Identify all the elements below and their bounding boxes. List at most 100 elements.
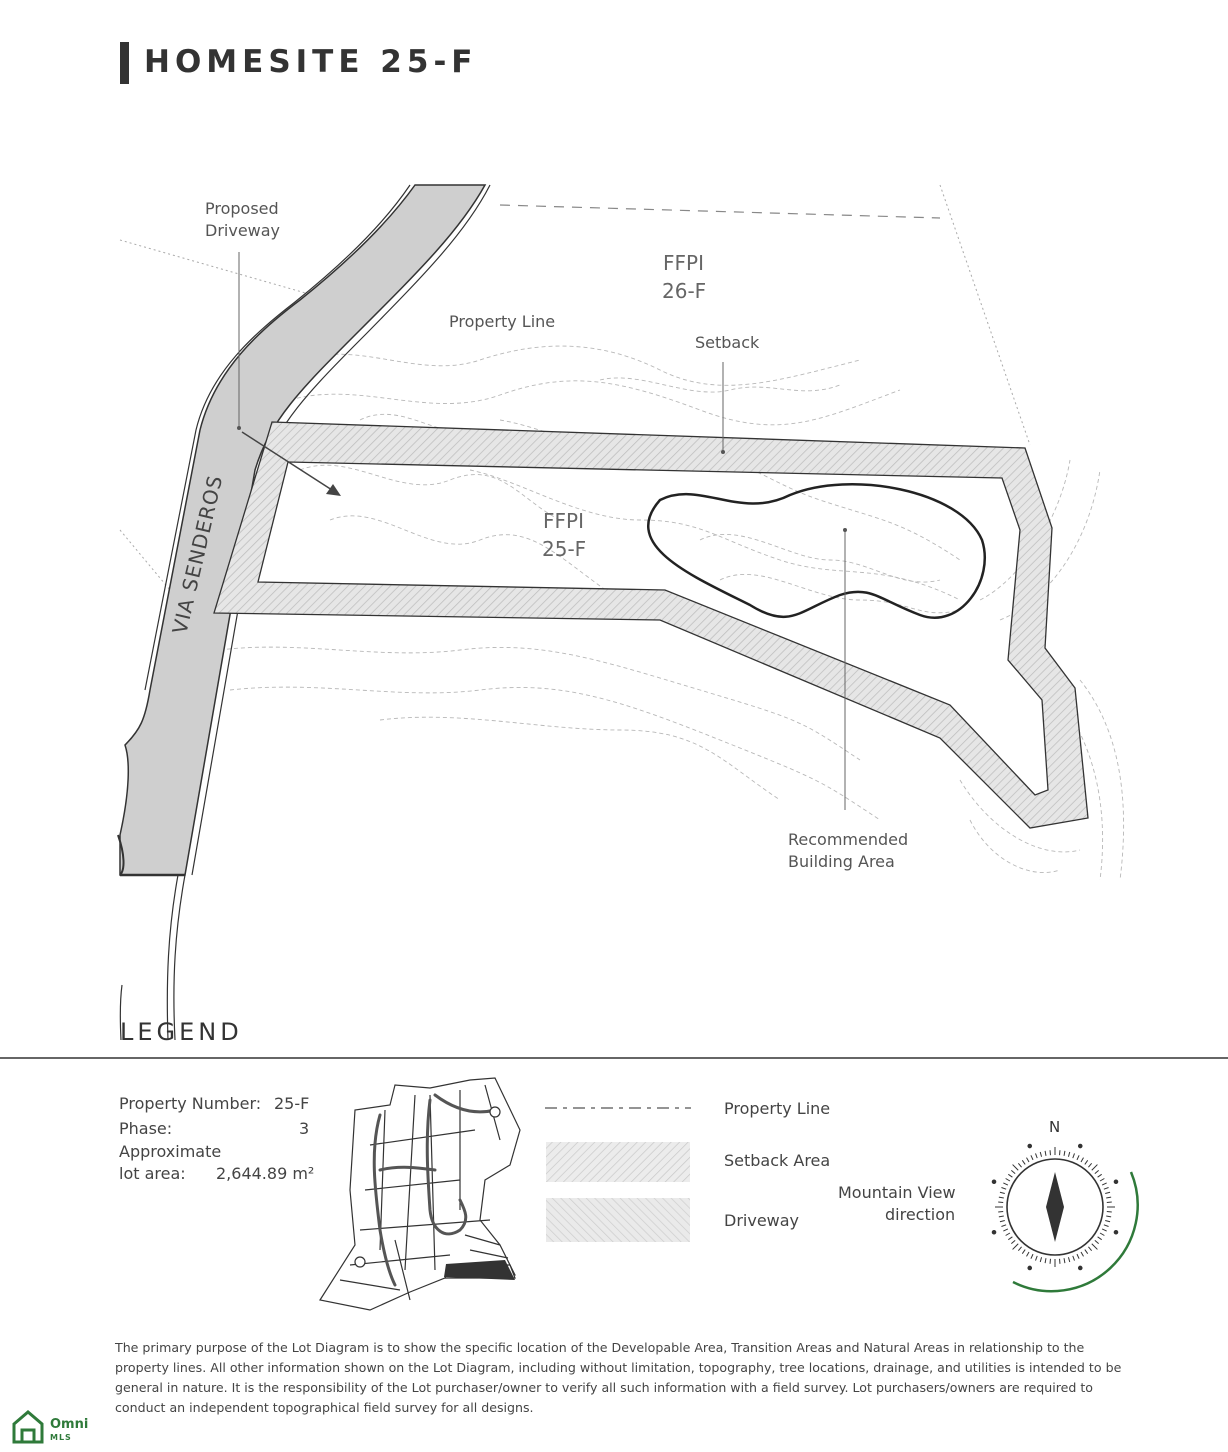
compass-tick (1039, 1257, 1043, 1263)
compass-tick (999, 1219, 1005, 1223)
compass-tick (1030, 1155, 1034, 1161)
neighbour-lot-lines (119, 184, 1031, 591)
compass-needle-icon (1046, 1172, 1064, 1242)
compass-icon: N (991, 1118, 1139, 1293)
compass-dot (1113, 1179, 1119, 1185)
lot-26f-label-2: 26-F (662, 279, 706, 303)
homesite-highlight (444, 1260, 515, 1280)
compass-dot (1077, 1265, 1083, 1271)
mountain-view-label-1: Mountain View (838, 1183, 956, 1202)
compass-tick (1106, 1215, 1112, 1218)
compass-tick (1030, 1253, 1034, 1259)
compass-tick (1067, 1151, 1071, 1157)
compass-tick (1008, 1173, 1013, 1178)
compass-dot (991, 1229, 997, 1235)
page-title: HOMESITE 25-F (144, 44, 478, 80)
phase-value: 3 (299, 1119, 310, 1138)
compass-tick (1021, 1160, 1026, 1165)
compass-tick (1021, 1249, 1026, 1254)
driveway-arrowhead (326, 484, 341, 496)
lot-26f-label-1: FFPI (663, 251, 704, 275)
compass-tick (1088, 1246, 1093, 1251)
setback-area (213, 421, 1089, 829)
compass-tick (1080, 1251, 1084, 1257)
compass-tick (1012, 1164, 1019, 1171)
compass-tick (1008, 1236, 1013, 1241)
compass-tick (1080, 1157, 1084, 1163)
compass-tick (1039, 1151, 1043, 1157)
compass-tick (1044, 1258, 1047, 1264)
area-value: 2,644.89 m² (216, 1164, 315, 1183)
compass-tick (1017, 1246, 1022, 1251)
compass-tick (1063, 1150, 1066, 1156)
compass-tick (1099, 1232, 1105, 1236)
recommended-building-area (646, 483, 986, 619)
compass-dot (1027, 1143, 1033, 1149)
legend-swatches (545, 1107, 691, 1242)
compass-tick (1001, 1187, 1007, 1190)
compass-tick (1072, 1153, 1075, 1159)
title-accent-bar (120, 42, 129, 84)
compass-tick (1091, 1243, 1098, 1250)
compass-tick (998, 1215, 1004, 1218)
compass-north: N (1049, 1118, 1060, 1136)
disclaimer-text: The primary purpose of the Lot Diagram i… (115, 1340, 1122, 1415)
compass-tick (1003, 1182, 1009, 1186)
compass-tick (1035, 1153, 1038, 1159)
compass-tick (998, 1196, 1004, 1199)
area-label-2: lot area: (119, 1164, 186, 1183)
compass-tick (1005, 1178, 1011, 1182)
omni-mls-logo (12, 1410, 44, 1444)
compass-tick (1035, 1255, 1038, 1261)
proposed-driveway-label-1: Proposed (205, 199, 279, 218)
legend-property-line-label: Property Line (724, 1099, 831, 1118)
site-key-map (319, 1077, 521, 1311)
compass-tick (1017, 1163, 1022, 1168)
via-senderos-road (117, 184, 491, 1040)
compass-tick (1101, 1228, 1107, 1232)
mountain-view-arc (1012, 1171, 1139, 1293)
compass-tick (1105, 1219, 1111, 1223)
compass-tick (1003, 1228, 1009, 1232)
legend-title: LEGEND (120, 1018, 243, 1046)
compass-tick (1063, 1258, 1066, 1264)
compass-tick (999, 1191, 1005, 1195)
compass-tick (1088, 1163, 1093, 1168)
property-line-label: Property Line (449, 312, 555, 331)
compass-tick (1011, 1240, 1016, 1245)
lot-map: VIA SENDEROS Proposed Driveway Property … (117, 184, 1124, 1040)
proposed-driveway-label-2: Driveway (205, 221, 280, 240)
compass-tick (1084, 1160, 1089, 1165)
compass-tick (1026, 1251, 1030, 1257)
legend-driveway-label: Driveway (724, 1211, 800, 1230)
driveway-swatch (546, 1198, 690, 1242)
compass-dot (1113, 1229, 1119, 1235)
compass-tick (1094, 1169, 1099, 1174)
compass-tick (1103, 1187, 1109, 1190)
recommended-label-1: Recommended (788, 830, 908, 849)
setback-label: Setback (695, 333, 760, 352)
compass-tick (1005, 1232, 1011, 1236)
legend-divider (0, 1057, 1228, 1059)
compass-tick (1105, 1191, 1111, 1195)
compass-tick (1091, 1164, 1098, 1171)
compass-tick (1076, 1253, 1080, 1259)
compass-tick (1106, 1196, 1112, 1199)
compass-tick (1026, 1157, 1030, 1163)
compass-tick (1103, 1224, 1109, 1227)
lot-25f-label-2: 25-F (542, 537, 586, 561)
phase-label: Phase: (119, 1119, 173, 1138)
logo-sub: MLS (50, 1433, 72, 1442)
recommended-label-2: Building Area (788, 852, 895, 871)
property-line-26f (499, 204, 941, 219)
property-number-label: Property Number: (119, 1094, 262, 1113)
compass-tick (1094, 1240, 1099, 1245)
compass-dot (1077, 1143, 1083, 1149)
compass-tick (1011, 1169, 1016, 1174)
lot-25f-label-1: FFPI (543, 509, 584, 533)
area-label-1: Approximate (119, 1142, 222, 1161)
logo-name: Omni (50, 1417, 89, 1432)
driveway-arrow (241, 431, 333, 491)
compass-dot (1027, 1265, 1033, 1271)
topo-contours (219, 345, 1124, 881)
